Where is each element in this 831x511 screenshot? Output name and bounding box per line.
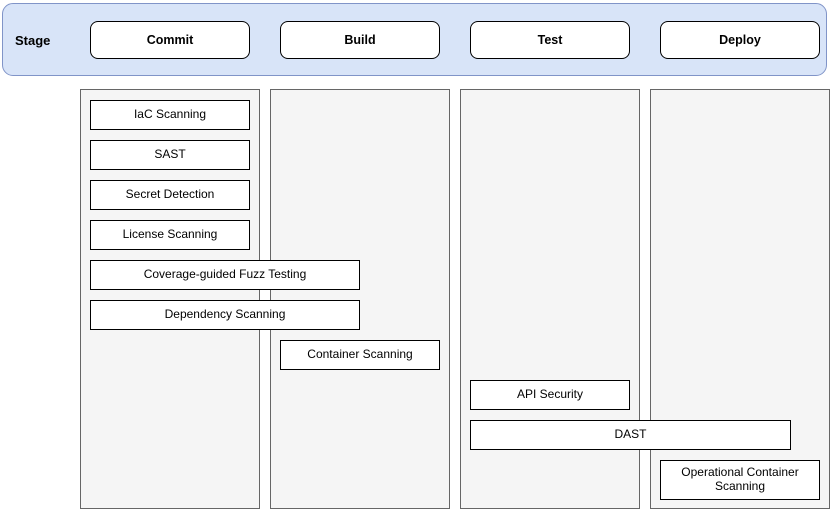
scan-box-api-security: API Security	[470, 380, 630, 410]
stage-header-banner: Stage Commit Build Test Deploy	[2, 3, 827, 76]
scan-box-license-scanning: License Scanning	[90, 220, 250, 250]
scan-box-coverage-guided-fuzz-testing: Coverage-guided Fuzz Testing	[90, 260, 360, 290]
stage-column-build	[270, 89, 450, 509]
scan-box-container-scanning: Container Scanning	[280, 340, 440, 370]
stage-pill-build: Build	[280, 21, 440, 59]
stage-pill-deploy: Deploy	[660, 21, 820, 59]
scan-box-dependency-scanning: Dependency Scanning	[90, 300, 360, 330]
stage-row-label: Stage	[15, 33, 51, 48]
scan-box-sast: SAST	[90, 140, 250, 170]
stage-pill-commit: Commit	[90, 21, 250, 59]
scan-box-iac-scanning: IaC Scanning	[90, 100, 250, 130]
scan-box-operational-container-scanning: Operational Container Scanning	[660, 460, 820, 500]
stage-pill-test: Test	[470, 21, 630, 59]
scan-box-dast: DAST	[470, 420, 791, 450]
scan-box-secret-detection: Secret Detection	[90, 180, 250, 210]
